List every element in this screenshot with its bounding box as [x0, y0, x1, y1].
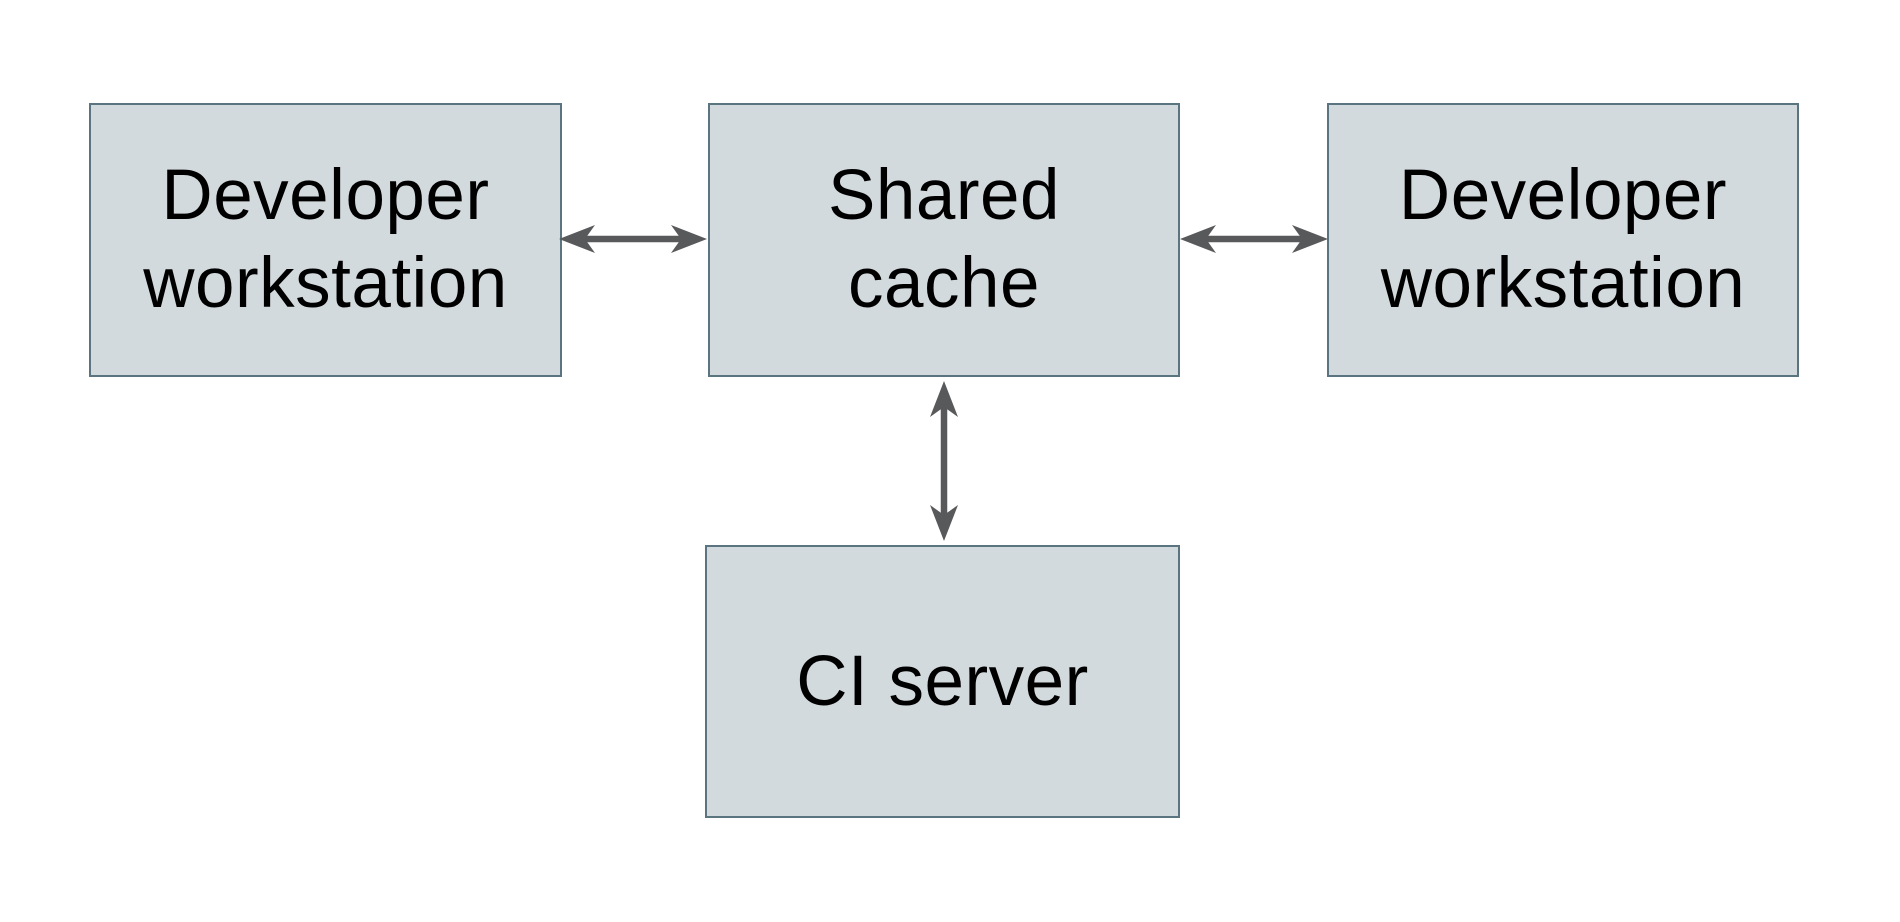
arrow-head-right	[1292, 225, 1328, 253]
node-developer-workstation-left-label: Developer workstation	[143, 156, 508, 323]
arrow-head-left	[559, 225, 595, 253]
node-developer-workstation-right: Developer workstation	[1327, 103, 1799, 377]
arrow-head-left	[1180, 225, 1216, 253]
arrow-devleft-sharedcache	[559, 225, 707, 253]
node-developer-workstation-right-label: Developer workstation	[1380, 156, 1746, 323]
node-shared-cache: Shared cache	[708, 103, 1180, 377]
node-developer-workstation-left: Developer workstation	[89, 103, 562, 377]
node-ci-server: CI server	[705, 545, 1180, 818]
node-shared-cache-label: Shared cache	[828, 156, 1060, 323]
arrow-sharedcache-ciserver	[930, 381, 958, 541]
arrow-sharedcache-devright	[1180, 225, 1328, 253]
arrow-head-right	[671, 225, 707, 253]
arrow-head-top	[930, 381, 958, 417]
arrow-head-bottom	[930, 505, 958, 541]
node-ci-server-label: CI server	[796, 641, 1089, 721]
